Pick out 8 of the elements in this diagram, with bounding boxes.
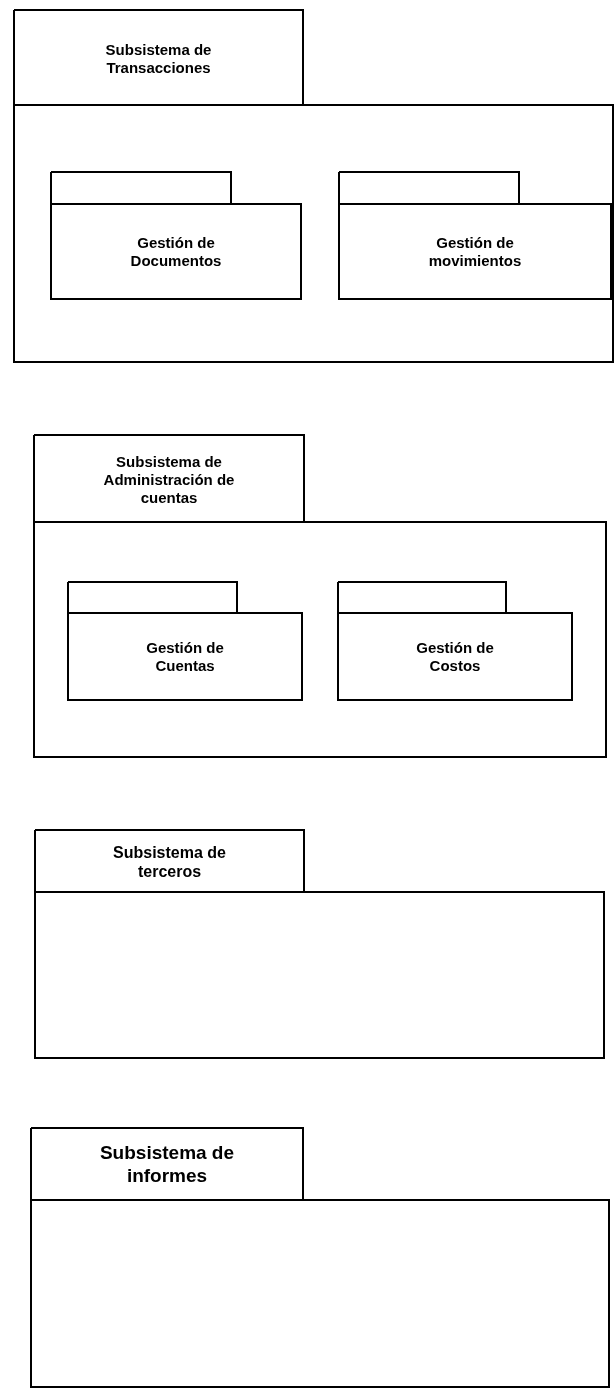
package-label: Gestión de movimientos bbox=[427, 233, 523, 270]
package-title: Subsistema de Transacciones bbox=[104, 40, 213, 77]
package-title: Subsistema de terceros bbox=[112, 842, 227, 882]
package-label: Gestión de Costos bbox=[415, 638, 495, 675]
package-label: Gestión de Cuentas bbox=[145, 638, 225, 675]
package-label: Gestión de Documentos bbox=[129, 233, 223, 270]
package-title: Subsistema de Administración de cuentas bbox=[102, 452, 236, 507]
package-title: Subsistema de informes bbox=[98, 1142, 236, 1188]
